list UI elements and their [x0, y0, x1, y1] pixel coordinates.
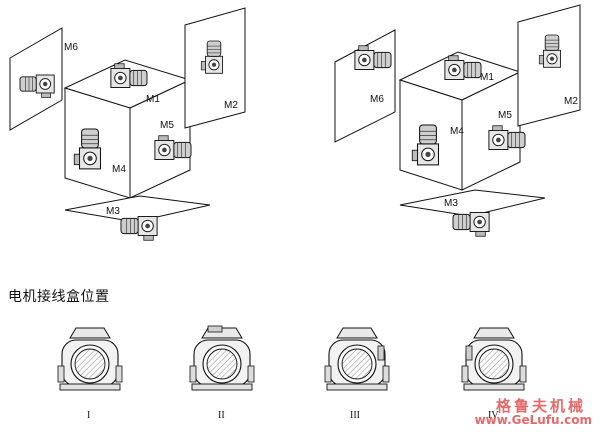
position-label-2: II	[218, 410, 225, 421]
watermark-brand: 格鲁夫机械	[495, 397, 586, 415]
position-label-1: I	[87, 410, 90, 421]
left-label-m1: M1	[146, 94, 160, 105]
terminal-box-row: I II III IV	[57, 325, 527, 421]
left-label-m2: M2	[224, 100, 238, 111]
watermark-url: www.GeLufu.com	[474, 413, 592, 427]
left-mounting-diagram: M1 M2 M3 M4 M5 M6	[9, 7, 246, 241]
left-label-m5: M5	[160, 120, 174, 131]
left-panel-m3	[64, 195, 211, 223]
terminal-box-marker-2	[207, 325, 223, 333]
right-label-m6: M6	[370, 94, 384, 105]
left-label-m4: M4	[112, 164, 126, 175]
left-motor-m3	[120, 216, 158, 241]
right-mounting-diagram: M1 M2 M3 M4 M5 M6	[334, 4, 581, 237]
terminal-box-view-2	[189, 327, 255, 391]
right-label-m4: M4	[450, 126, 464, 137]
right-label-m3: M3	[444, 198, 458, 209]
position-label-4: IV	[488, 410, 499, 421]
terminal-box-section-title: 电机接线盒位置	[8, 289, 110, 305]
right-panel-m3	[399, 189, 546, 217]
terminal-box-view-1	[57, 327, 123, 391]
terminal-box-marker-3	[377, 345, 385, 361]
left-label-m3: M3	[106, 206, 120, 217]
terminal-box-marker-4	[465, 345, 473, 361]
right-label-m2: M2	[564, 96, 578, 107]
left-label-m6: M6	[64, 42, 78, 53]
right-motor-m3	[452, 212, 490, 237]
right-label-m1: M1	[480, 72, 494, 83]
right-label-m5: M5	[498, 110, 512, 121]
position-label-3: III	[350, 410, 360, 421]
